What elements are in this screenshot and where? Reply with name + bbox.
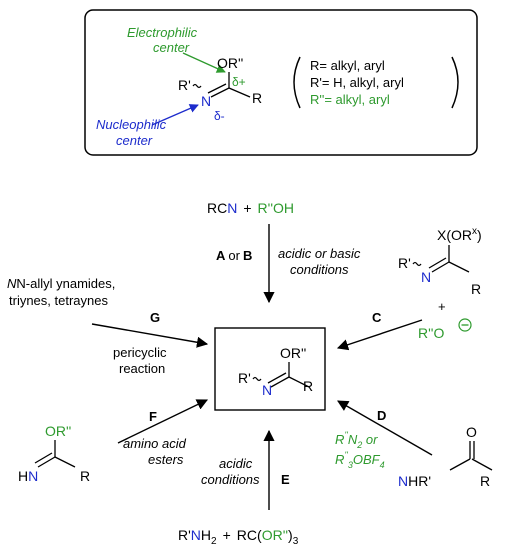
route-c-r-atom: R	[471, 281, 481, 297]
route-g-source-line1: NN-allyl ynamides,	[7, 276, 115, 291]
electrophilic-label-line2: center	[153, 40, 190, 55]
product-box	[214, 327, 326, 411]
product-c-r-bond	[288, 376, 310, 388]
product-n-atom: N	[262, 382, 272, 398]
route-f-letter: F	[149, 409, 157, 424]
electrophilic-arrow	[182, 52, 226, 73]
route-ab-cond-line1: acidic or basic	[278, 246, 361, 261]
arrow-d	[337, 400, 433, 456]
route-c-n-atom: N	[421, 269, 431, 285]
top-n-atom: N	[201, 93, 211, 109]
route-d-r-atom: R	[480, 473, 490, 489]
route-g-cond-line2: reaction	[119, 361, 165, 376]
route-d-o-atom: O	[466, 424, 477, 440]
route-f-c-n-double-2	[34, 452, 53, 464]
def-r: R= alkyl, aryl	[310, 58, 385, 73]
route-g-letter: G	[150, 310, 160, 325]
top-r-atom: R	[252, 90, 262, 106]
route-d-c-n-bond	[449, 458, 471, 471]
route-c-r-prime: R'	[398, 255, 411, 271]
reactant-amine-orthoester: R'NH2+RC(OR'')3	[178, 527, 299, 547]
route-f-cond-line2: esters	[148, 452, 184, 467]
route-c-c-r-bond	[448, 261, 470, 273]
route-g-source-line2: triynes, tetraynes	[9, 293, 108, 308]
nucleophilic-arrow	[151, 104, 199, 126]
arrow-c	[336, 319, 423, 351]
right-paren	[451, 56, 459, 109]
route-g-cond-line1: pericyclic	[113, 345, 167, 360]
route-e-letter: E	[281, 472, 290, 487]
product-wavy-bond	[252, 376, 262, 382]
route-d-reagent-line1: R''N2 or	[335, 430, 378, 450]
nucleophilic-label-line2: center	[116, 133, 153, 148]
top-c-n-double-bond-1	[210, 87, 230, 98]
route-f-r-atom: R	[80, 468, 90, 484]
route-c-c-n-double-2	[428, 257, 447, 269]
product-r-atom: R	[303, 378, 313, 394]
reactant-nitrile-alcohol: RCN+R''OH	[207, 200, 294, 216]
negative-charge-icon	[458, 318, 472, 332]
product-c-n-double-1	[270, 376, 290, 388]
route-c-letter: C	[372, 310, 382, 325]
route-d-letter: D	[377, 408, 386, 423]
top-c-r-bond	[228, 87, 251, 98]
route-f-hn: HN	[18, 468, 38, 484]
top-r-prime: R'	[178, 77, 191, 93]
arrow-g	[91, 323, 209, 348]
delta-plus: δ+	[232, 75, 246, 89]
top-c-n-double-bond-2	[207, 83, 227, 94]
route-f-or-group: OR''	[45, 423, 71, 439]
route-f-c-r-bond	[54, 456, 76, 468]
delta-minus: δ-	[214, 109, 225, 123]
route-f-c-n-double-1	[37, 456, 56, 468]
route-f-cond-line1: amino acid	[123, 436, 187, 451]
top-wavy-bond	[192, 83, 202, 89]
product-c-n-double-2	[267, 372, 287, 384]
product-or-group: OR''	[280, 345, 306, 361]
route-d-c-r-bond	[471, 458, 493, 471]
route-c-alkoxide: R''O	[418, 325, 444, 341]
route-c-c-n-double-1	[431, 261, 450, 273]
product-r-prime: R'	[238, 370, 251, 386]
imidate-info-box	[84, 9, 478, 156]
route-c-x-group: X(ORx)	[437, 226, 482, 243]
nucleophilic-label-line1: Nucleophilic	[96, 117, 167, 132]
route-e-cond-line1: acidic	[219, 456, 253, 471]
route-ab-cond-line2: conditions	[290, 262, 349, 277]
left-paren	[293, 56, 301, 109]
arrow-f	[117, 399, 209, 444]
def-r-prime: R'= H, alkyl, aryl	[310, 75, 404, 90]
route-d-reagent-line2: R''3OBF4	[335, 450, 385, 470]
route-e-cond-line2: conditions	[201, 472, 260, 487]
route-d-nhr: NHR'	[398, 473, 431, 489]
route-c-wavy-bond	[412, 261, 422, 267]
top-or-group: OR''	[217, 55, 243, 71]
def-r-double-prime: R''= alkyl, aryl	[310, 92, 390, 107]
route-g-source-text: N-allyl ynamides,	[16, 276, 115, 291]
electrophilic-label-line1: Electrophilic	[127, 25, 198, 40]
route-c-plus: +	[438, 299, 446, 314]
